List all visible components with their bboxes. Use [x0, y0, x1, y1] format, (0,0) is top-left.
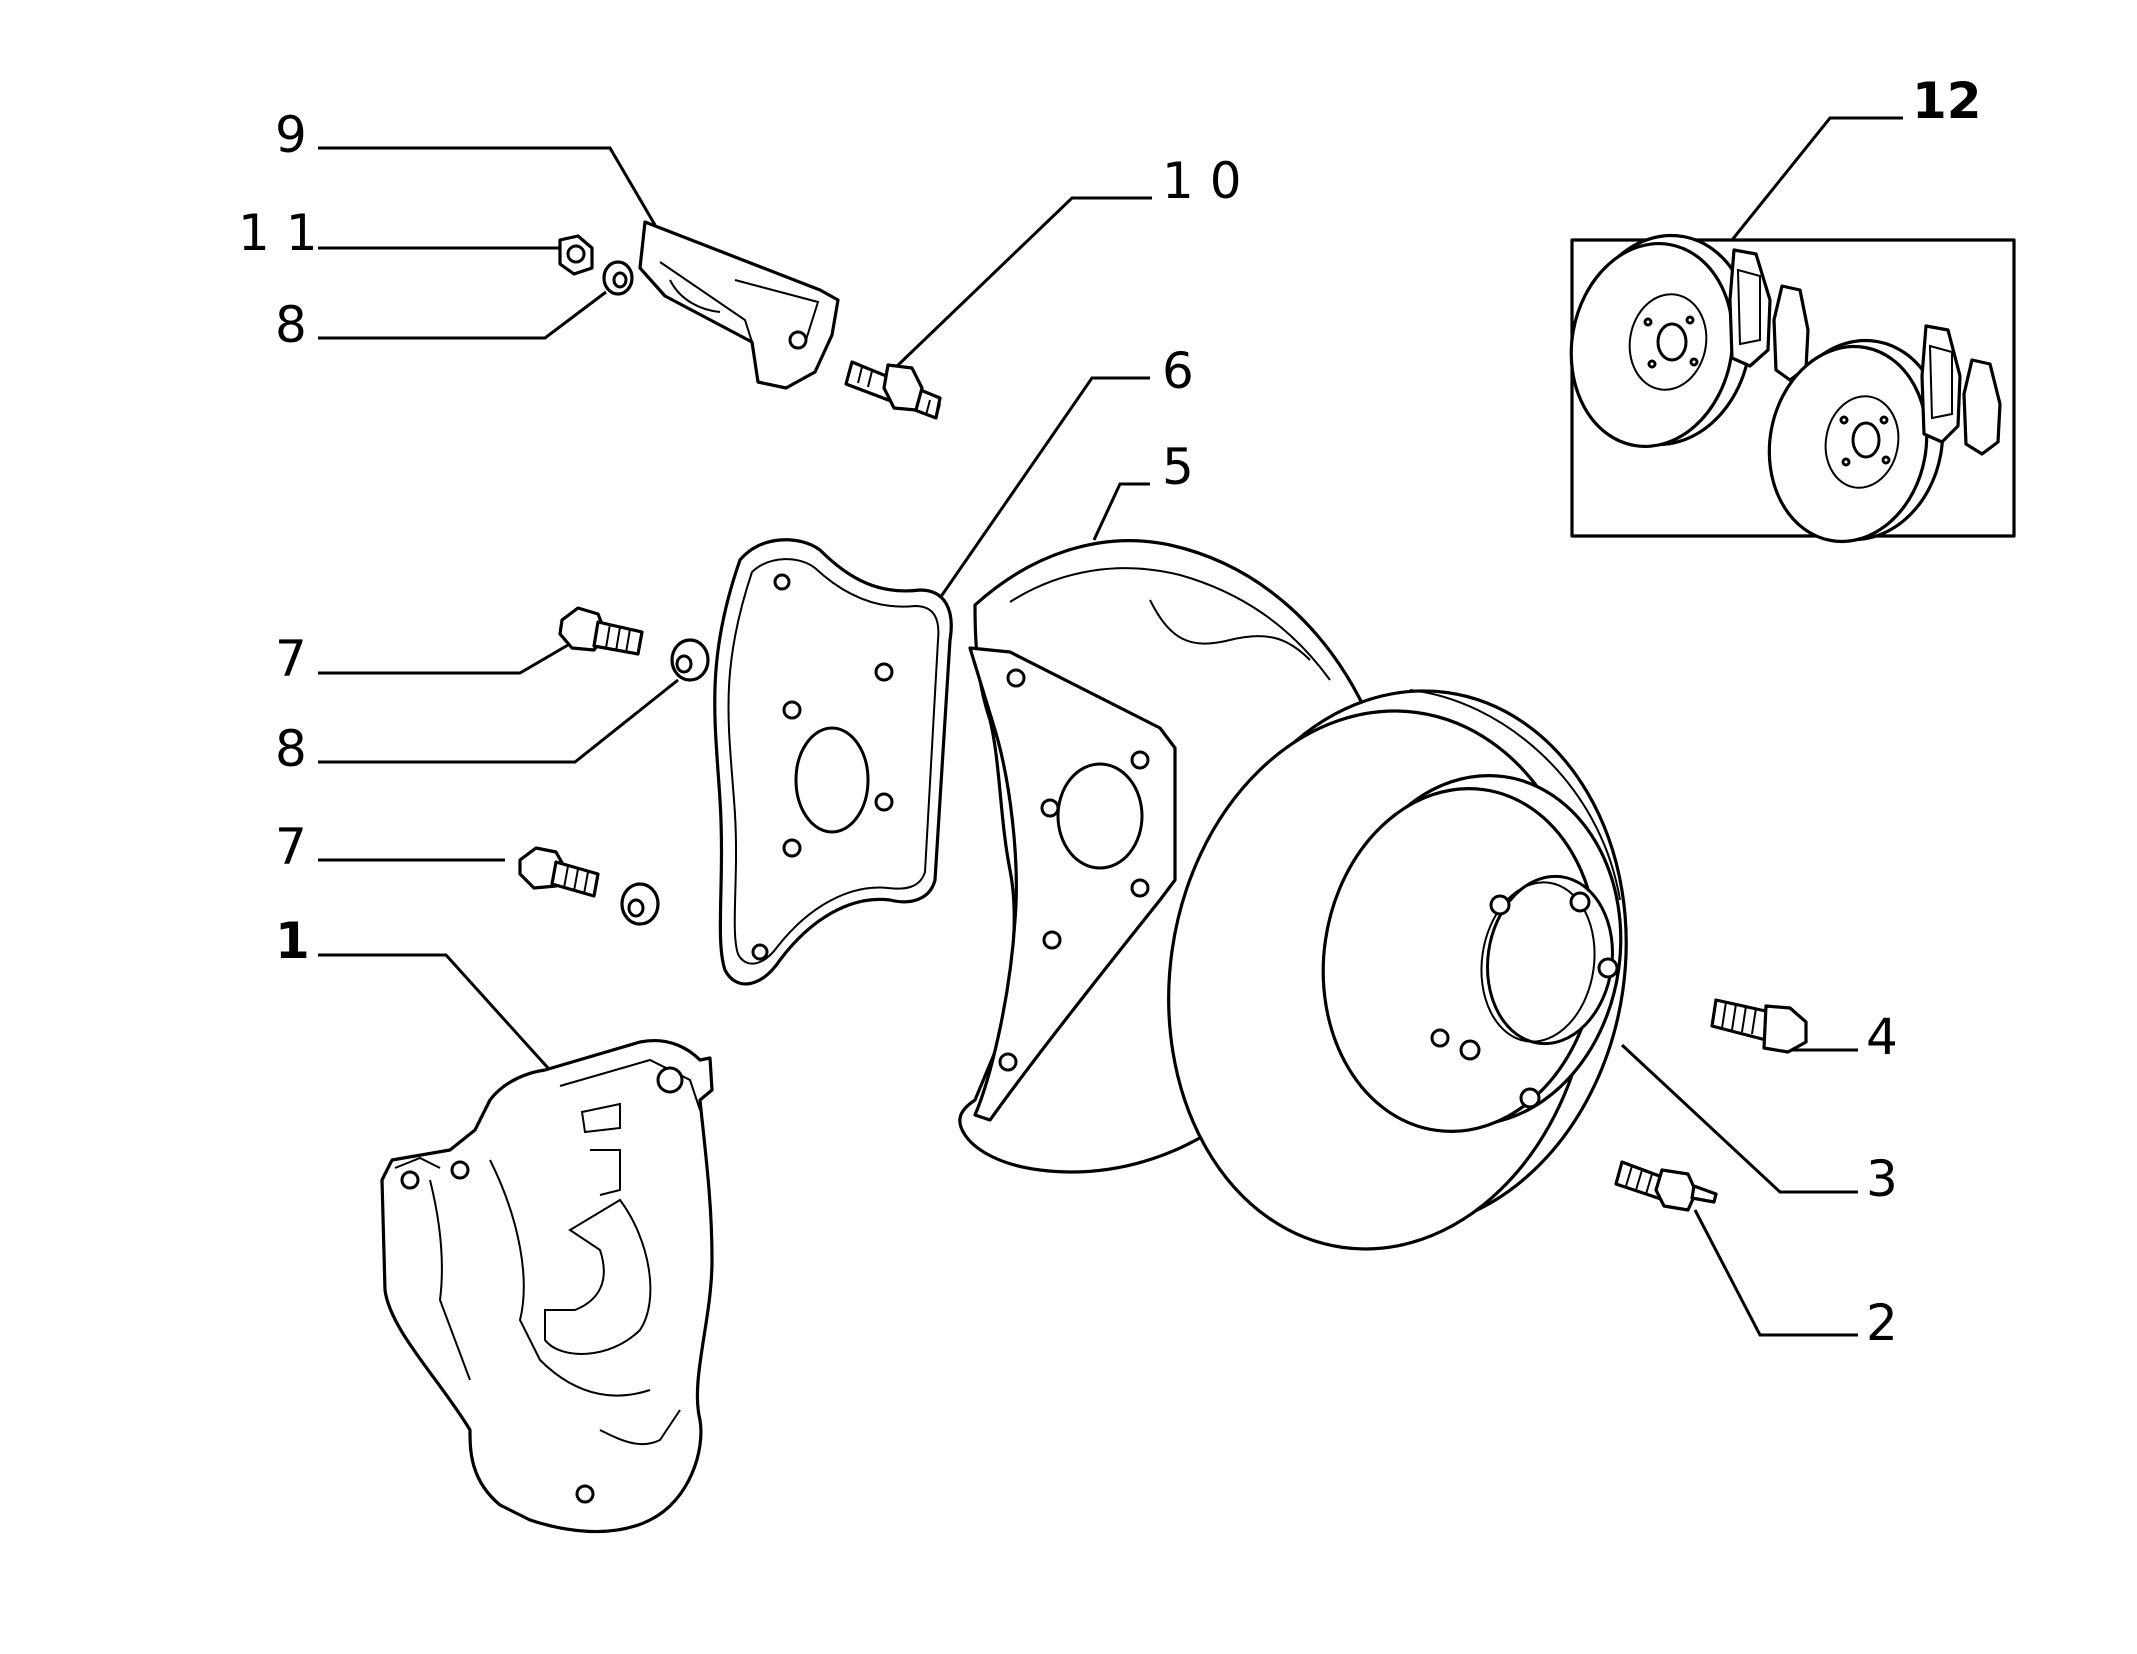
label-9: 9: [275, 106, 307, 164]
label-11: 1 1: [238, 204, 318, 262]
part-8-washer-low: [620, 882, 660, 926]
label-8-top: 8: [275, 296, 307, 354]
part-11-nut: [558, 234, 594, 276]
part-8-washer-mid: [670, 638, 710, 682]
leader-7-top: [318, 643, 569, 675]
label-3: 3: [1866, 1150, 1898, 1208]
leader-6: [938, 376, 1150, 599]
leader-2: [1693, 1209, 1858, 1337]
part-12-kit-box: [1569, 233, 2016, 544]
label-4: 4: [1866, 1008, 1898, 1066]
leader-5: [1092, 482, 1150, 541]
leader-1: [318, 953, 550, 1070]
label-2: 2: [1866, 1294, 1898, 1352]
part-6-gasket-plate: [713, 538, 953, 986]
part-3-brake-disc: [1167, 689, 1628, 1251]
label-7-bottom: 7: [275, 818, 307, 876]
label-6: 6: [1162, 342, 1194, 400]
leader-10: [893, 196, 1152, 370]
leader-12: [1730, 116, 1903, 241]
label-8-mid: 8: [275, 720, 307, 778]
part-1-caliper: [380, 1039, 714, 1534]
leader-lines: [318, 116, 1903, 1337]
label-1: 1: [275, 912, 310, 970]
label-12: 12: [1912, 72, 1982, 130]
part-10-stud: [844, 360, 942, 420]
leader-9: [318, 146, 657, 226]
callout-labels: 9 1 1 8 1 0 6 5 7 8 7 1 12 4 3 2: [238, 72, 1982, 1352]
part-8-washer-top: [602, 260, 634, 296]
leader-8-top: [318, 290, 607, 340]
part-4-bolt: [1710, 998, 1808, 1054]
part-2-bolt: [1614, 1160, 1718, 1212]
part-7-bolt-bottom: [518, 846, 600, 898]
label-5: 5: [1162, 438, 1194, 496]
part-7-bolt-top: [558, 606, 644, 656]
leader-3: [1620, 1043, 1858, 1194]
label-10: 1 0: [1162, 152, 1242, 210]
label-7-top: 7: [275, 630, 307, 688]
leader-8-mid: [318, 678, 679, 764]
part-9-bracket: [638, 220, 840, 390]
